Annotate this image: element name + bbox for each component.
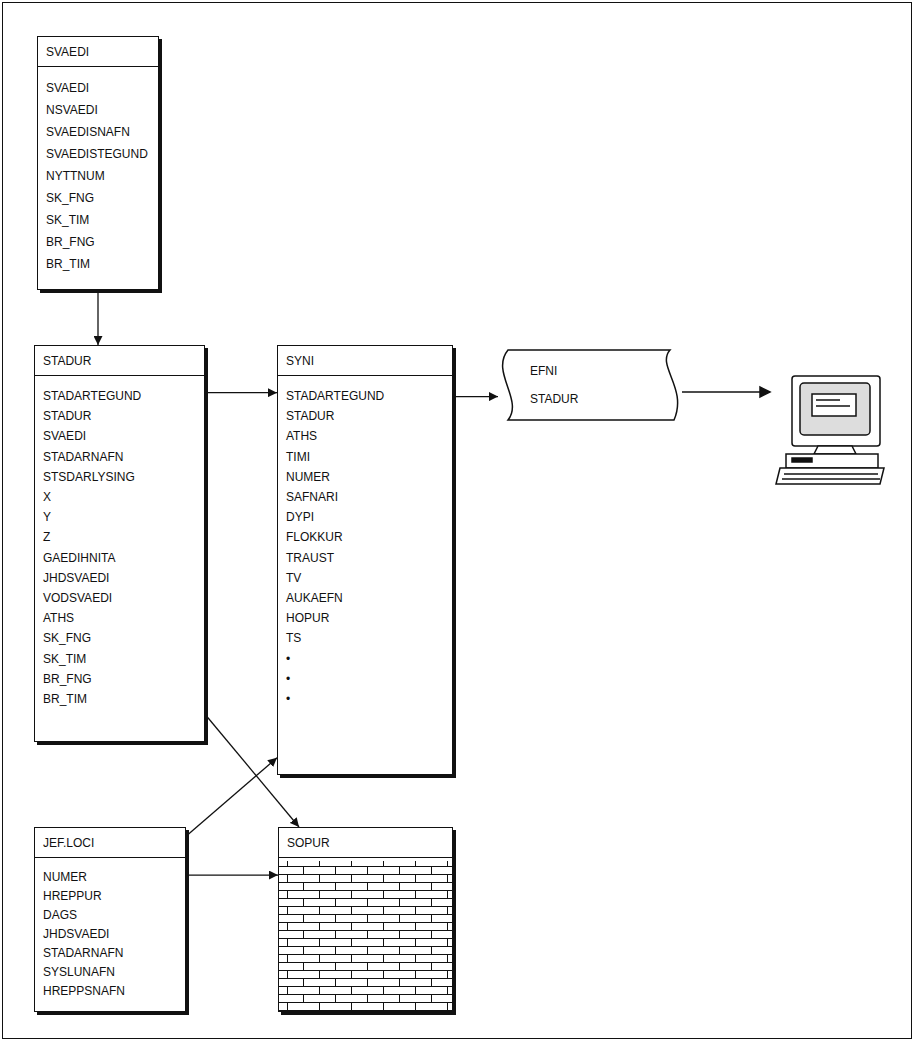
field-name: NSVAEDI <box>46 99 98 121</box>
computer-illustration <box>682 376 884 484</box>
field-name: STADARTEGUND <box>43 386 141 406</box>
field-name: SVAEDISNAFN <box>46 121 130 143</box>
connector-arrow <box>453 396 498 397</box>
field-name: ATHS <box>286 426 317 446</box>
field-name: ATHS <box>43 608 74 628</box>
field-name: STADARNAFN <box>43 447 123 467</box>
field-name: HREPPSNAFN <box>43 982 125 1001</box>
field-name: GAEDIHNITA <box>43 548 115 568</box>
monitor-body <box>792 376 880 446</box>
field-name: SK_FNG <box>46 187 94 209</box>
field-name: FLOKKUR <box>286 527 343 547</box>
field-name: STADUR <box>286 406 334 426</box>
table-name: SOPUR <box>279 828 452 858</box>
field-name: SK_FNG <box>43 628 91 648</box>
field-name: DAGS <box>43 906 77 925</box>
field-name: X <box>43 487 51 507</box>
field-name: • <box>286 649 290 669</box>
frame-border <box>3 3 912 1039</box>
document-text: EFNI STADUR <box>498 348 680 406</box>
screen-window <box>812 394 856 416</box>
field-list: SVAEDINSVAEDISVAEDISNAFNSVAEDISTEGUNDNYT… <box>38 67 158 285</box>
table-box: STADURSTADARTEGUNDSTADURSVAEDISTADARNAFN… <box>34 345 205 742</box>
field-name: AUKAEFN <box>286 588 343 608</box>
brick-pattern <box>279 858 453 1012</box>
field-name: SVAEDI <box>46 77 89 99</box>
field-name: BR_FNG <box>43 669 92 689</box>
field-name: • <box>286 689 290 709</box>
field-name: HREPPUR <box>43 887 102 906</box>
field-name: BR_TIM <box>43 689 87 709</box>
field-name: HOPUR <box>286 608 329 628</box>
screen-line <box>816 405 850 407</box>
field-name: STADARTEGUND <box>286 386 384 406</box>
drive-slot <box>792 458 812 462</box>
file-name: STADUR <box>530 392 578 406</box>
table-box: SVAEDISVAEDINSVAEDISVAEDISNAFNSVAEDISTEG… <box>37 36 159 290</box>
monitor-stand <box>814 446 856 454</box>
field-name: BR_TIM <box>46 253 90 275</box>
connector-arrow <box>186 874 278 875</box>
field-name: STSDARLYSING <box>43 467 135 487</box>
field-name: TV <box>286 568 301 588</box>
storage-box: SOPUR <box>278 827 453 1012</box>
field-name: BR_FNG <box>46 231 95 253</box>
file-label: EFNI <box>530 364 557 378</box>
system-unit <box>786 454 878 468</box>
table-name: JEF.LOCI <box>35 828 185 858</box>
field-name: NUMER <box>286 467 330 487</box>
table-name: STADUR <box>35 346 204 376</box>
field-name: SK_TIM <box>46 209 89 231</box>
field-name: SAFNARI <box>286 487 338 507</box>
field-name: STADARNAFN <box>43 944 123 963</box>
field-name: JHDSVAEDI <box>43 568 109 588</box>
document-outline <box>498 348 680 422</box>
field-name: • <box>286 669 290 689</box>
field-list: NUMERHREPPURDAGSJHDSVAEDISTADARNAFNSYSLU… <box>35 858 185 1011</box>
field-list: STADARTEGUNDSTADURSVAEDISTADARNAFNSTSDAR… <box>35 376 204 719</box>
keyboard-keys <box>784 473 878 475</box>
field-name: TRAUST <box>286 548 334 568</box>
field-name: SVAEDI <box>43 426 86 446</box>
field-name: NYTTNUM <box>46 165 105 187</box>
monitor-screen <box>800 383 870 435</box>
table-name: SVAEDI <box>38 37 158 67</box>
field-name: TIMI <box>286 447 310 467</box>
data-file-shape: EFNI STADUR <box>498 348 680 422</box>
keyboard-keys <box>782 478 880 480</box>
table-box: SYNISTADARTEGUNDSTADURATHSTIMINUMERSAFNA… <box>277 345 453 775</box>
field-name: DYPI <box>286 507 314 527</box>
table-box: JEF.LOCINUMERHREPPURDAGSJHDSVAEDISTADARN… <box>34 827 186 1012</box>
output-arrow-line <box>682 391 770 393</box>
field-name: SYSLUNAFN <box>43 963 115 982</box>
connector-arrow <box>97 290 98 345</box>
field-list: STADARTEGUNDSTADURATHSTIMINUMERSAFNARIDY… <box>278 376 452 719</box>
field-name: NUMER <box>43 868 87 887</box>
keyboard <box>776 468 884 484</box>
field-name: SVAEDISTEGUND <box>46 143 148 165</box>
field-name: JHDSVAEDI <box>43 925 109 944</box>
field-name: Z <box>43 527 50 547</box>
field-name: Y <box>43 507 51 527</box>
field-name: VODSVAEDI <box>43 588 112 608</box>
connector-arrow <box>205 392 277 393</box>
table-name: SYNI <box>278 346 452 376</box>
output-arrowhead <box>760 387 770 397</box>
field-name: STADUR <box>43 406 91 426</box>
field-name: SK_TIM <box>43 649 86 669</box>
screen-line <box>816 399 840 401</box>
connector-arrow <box>186 758 277 836</box>
field-name: TS <box>286 628 301 648</box>
